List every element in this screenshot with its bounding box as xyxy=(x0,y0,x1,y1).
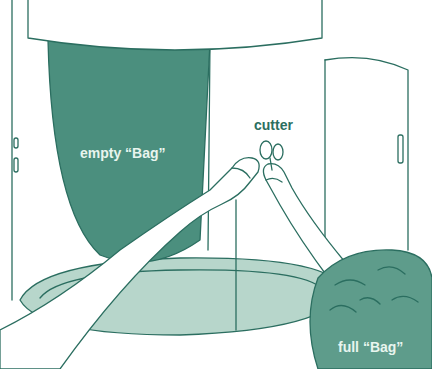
bag-label: full “Bag” xyxy=(338,340,403,355)
bag-label: empty “Bag” xyxy=(80,146,166,161)
part-label: cutter xyxy=(254,118,293,133)
